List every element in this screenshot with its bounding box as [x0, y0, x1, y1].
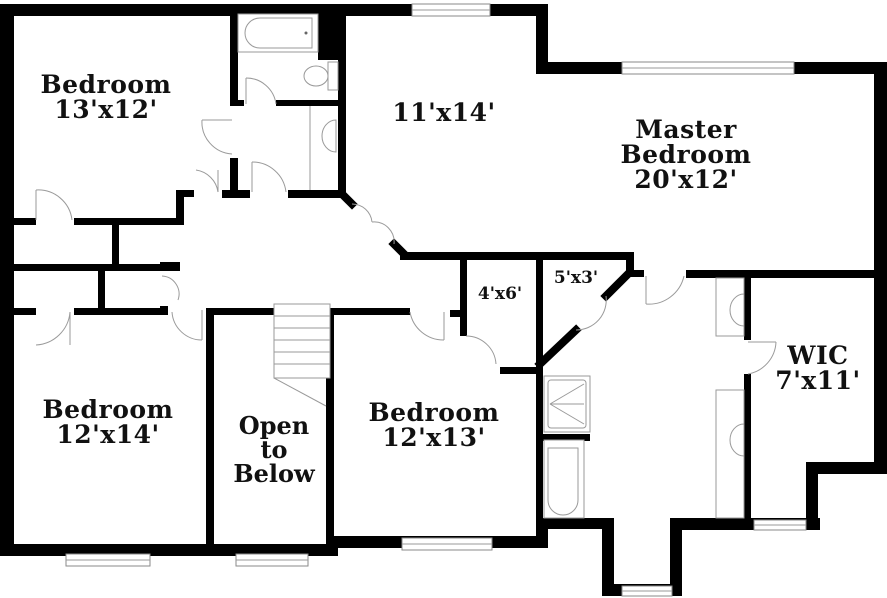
room-size: 20'x12' — [634, 165, 738, 194]
room-size: 5'x3' — [553, 268, 599, 288]
room-label-bedroom-nw: Bedroom 13'x12' — [41, 72, 172, 122]
open-line1: Open — [238, 411, 310, 440]
room-label-closet-4x6: 4'x6' — [478, 286, 522, 303]
room-name: Bedroom — [42, 395, 174, 424]
windows — [65, 3, 807, 597]
room-name: WIC — [787, 341, 849, 370]
open-line3: Below — [233, 459, 315, 488]
room-name: Bedroom — [368, 398, 500, 427]
room-label-open-to-below: Open to Below — [233, 414, 314, 486]
doors — [35, 77, 777, 375]
room-label-bonus-room: 11'x14' — [392, 100, 495, 125]
room-size: 13'x12' — [54, 95, 158, 124]
room-label-bedroom-sw: Bedroom 12'x14' — [43, 397, 174, 447]
room-name-line1: Master — [635, 115, 737, 144]
room-size: 12'x14' — [56, 420, 160, 449]
room-size: 4'x6' — [477, 284, 523, 304]
room-size: 12'x13' — [382, 423, 486, 452]
room-size: 7'x11' — [775, 366, 861, 395]
room-label-wic: WIC 7'x11' — [775, 343, 860, 393]
room-label-master-bedroom: Master Bedroom 20'x12' — [621, 117, 752, 192]
room-label-bedroom-s: Bedroom 12'x13' — [369, 400, 500, 450]
room-label-closet-5x3: 5'x3' — [554, 270, 598, 287]
room-size: 11'x14' — [392, 98, 496, 127]
room-name-line2: Bedroom — [620, 140, 752, 169]
fixtures — [237, 13, 745, 519]
open-line2: to — [260, 435, 288, 464]
interior-walls — [10, 10, 886, 554]
room-name: Bedroom — [40, 70, 172, 99]
